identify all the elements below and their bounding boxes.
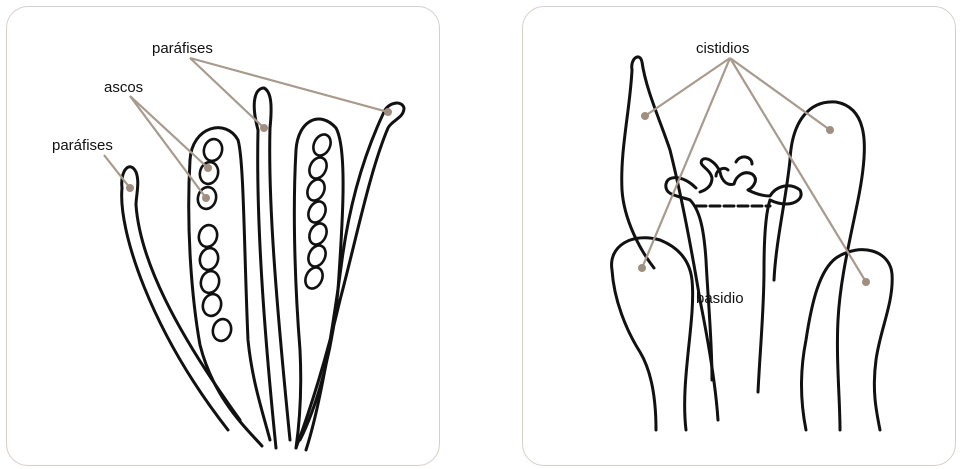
- ascus-left-spores: [195, 137, 233, 343]
- paraphysis-left: [122, 167, 240, 430]
- label-basidium: basidio: [696, 290, 744, 307]
- left-leader-lines: [104, 58, 388, 198]
- label-cystidia: cistidios: [696, 40, 749, 57]
- ascus-right-spores: [302, 132, 334, 292]
- label-paraphyses-top: paráfises: [152, 40, 213, 57]
- cystidium-right-upper-back: [774, 160, 790, 280]
- basidiomycete-drawing: [612, 57, 893, 430]
- paraphysis-middle: [254, 88, 290, 448]
- paraphysis-right: [296, 103, 404, 450]
- label-paraphyses-left: paráfises: [52, 137, 113, 154]
- cystidium-right-lower: [802, 250, 893, 430]
- label-asci: ascos: [104, 79, 143, 96]
